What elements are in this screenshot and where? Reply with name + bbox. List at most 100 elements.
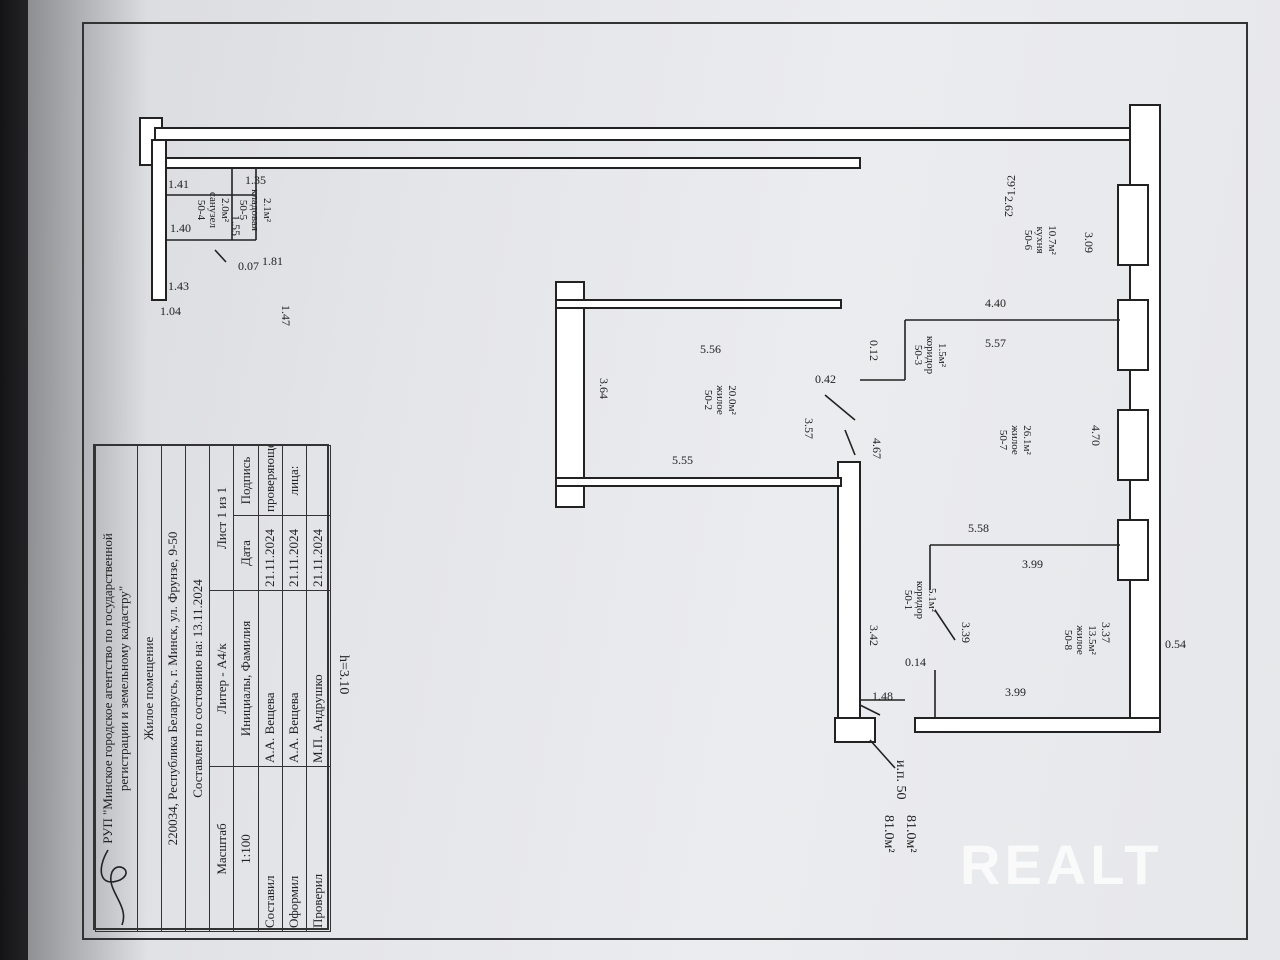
title-block-rotated: РУП "Минское городское агентство по госу…: [95, 445, 331, 932]
dimension-labels: 3.09 2.62 1.62 1.35 1.41 1.55 1.40 1.81 …: [160, 173, 1186, 703]
dimension-label: 1.55: [229, 215, 243, 236]
dimension-label: 3.42: [867, 625, 881, 646]
room-label-line: 2.1м²: [261, 198, 273, 223]
header-sign: Подпись: [233, 445, 258, 516]
title-address: 220034, Республика Беларусь, г. Минск, у…: [161, 445, 186, 932]
paper-shadow: [28, 0, 148, 960]
dimension-label: 1.35: [245, 173, 266, 187]
room-labels: 50-6 кухня 10.7м² 50-5 кладовая 2.1м² 50…: [195, 189, 1098, 655]
room-label-line: 2.0м²: [219, 198, 231, 223]
dimension-label: 4.70: [1089, 425, 1103, 446]
room-label-line: 13.5м²: [1086, 625, 1098, 655]
dimension-label: 1.41: [168, 177, 189, 191]
dimension-label: 3.99: [1005, 685, 1026, 699]
dimension-label: 3.57: [802, 418, 816, 439]
room-label-line: санузел: [207, 192, 219, 229]
door: [844, 429, 856, 456]
room-label-line: коридор: [914, 581, 926, 620]
scale-label: Масштаб: [209, 766, 234, 932]
room-label-line: 26.1м²: [1021, 425, 1033, 455]
living-area: 81.0м²: [881, 815, 896, 853]
room-label-line: коридор: [924, 336, 936, 375]
row-date: 21.11.2024: [282, 515, 307, 591]
header-sign-text: Подпись: [237, 456, 253, 505]
dimension-label: 2.62: [1002, 196, 1016, 217]
ceiling-height: h=3.10: [336, 655, 351, 694]
header-date: Дата: [233, 515, 258, 591]
wall: [555, 281, 585, 508]
sign-line-3: лица:: [282, 445, 307, 516]
room-50-2-walls: [555, 281, 842, 508]
door: [869, 739, 896, 769]
dimension-label: 3.99: [1022, 557, 1043, 571]
room-label-line: 50-8: [1062, 630, 1074, 651]
dimension-label: 0.54: [1165, 637, 1186, 651]
wall-top: [154, 127, 1131, 141]
wall-left-upper: [151, 139, 167, 301]
dimension-label: 1.43: [168, 279, 189, 293]
room-label-50-7: 50-7 жилое 26.1м²: [997, 424, 1033, 455]
apartment-number: и.п. 50: [893, 760, 908, 799]
room-label-line: жилое: [1009, 424, 1021, 455]
room-label-line: 50-7: [997, 430, 1009, 451]
room-label-50-8: 50-8 жилое 13.5м²: [1062, 624, 1098, 655]
room-label-line: кладовая: [249, 189, 261, 231]
room-label-50-6: 50-6 кухня 10.7м²: [1022, 225, 1058, 255]
dimension-label: 3.39: [959, 622, 973, 643]
wall-bottom-right: [914, 717, 1161, 733]
room-label-line: 1.5м²: [936, 343, 948, 368]
dimension-label: 3.09: [1082, 232, 1096, 253]
wall-lower-left: [837, 461, 861, 719]
room-label-line: 50-6: [1022, 230, 1034, 251]
title-org-cell: РУП "Минское городское агентство по госу…: [95, 445, 138, 932]
signature-cell: [306, 445, 331, 516]
dimension-label: 1.48: [872, 689, 893, 703]
liter: Литер - А4/к: [209, 590, 234, 767]
title-block-table: РУП "Минское городское агентство по госу…: [95, 445, 331, 932]
room-label-line: кухня: [1034, 226, 1046, 253]
title-state: Составлен по состоянию на: 13.11.2024: [185, 445, 210, 932]
row-date: 21.11.2024: [258, 515, 283, 591]
dimension-label: 4.40: [985, 296, 1006, 310]
window: [1117, 299, 1149, 371]
room-label-50-1: 50-1 коридор 5.1м²: [902, 581, 938, 620]
dimension-label: 1.47: [279, 305, 293, 326]
dimension-label: 3.37: [1099, 622, 1113, 643]
dimension-label: 1.62: [1004, 175, 1018, 196]
signature: [100, 849, 127, 926]
row-name: А.А. Вещева: [258, 590, 283, 767]
door: [859, 704, 881, 716]
door: [824, 394, 856, 421]
dimension-label: 0.12: [867, 340, 881, 361]
dimension-label: 1.40: [170, 221, 191, 235]
dimension-label: 0.14: [905, 655, 926, 669]
room-label-50-5: 50-5 кладовая 2.1м²: [237, 189, 273, 231]
room-label-50-2: 50-2 жилое 20.0м²: [702, 384, 738, 415]
room-label-line: 50-4: [195, 200, 207, 221]
wall-left-kitchen: [165, 157, 861, 169]
room-label-line: 50-1: [902, 590, 914, 610]
dimension-label: 3.64: [597, 378, 611, 399]
dimension-label: 4.67: [870, 438, 884, 459]
row-role: Оформил: [282, 766, 307, 932]
room-label-line: 10.7м²: [1046, 225, 1058, 255]
title-org2: регистрации и земельному кадастру": [116, 585, 132, 792]
scale-value: 1:100: [233, 766, 258, 932]
total-area: 81.0м²: [903, 815, 918, 853]
door: [214, 249, 227, 263]
dimension-label: 0.42: [815, 372, 836, 386]
window: [1117, 184, 1149, 266]
room-label-line: жилое: [714, 384, 726, 415]
row-name: А.А. Вещева: [282, 590, 307, 767]
wall-bottom-left: [834, 717, 876, 743]
sign-line-2: проверяющего: [258, 445, 283, 516]
dimension-label: 0.07: [238, 259, 259, 273]
room-label-line: 50-5: [237, 200, 249, 221]
door: [934, 609, 956, 641]
wall: [555, 299, 842, 309]
room-label-50-3: 50-3 коридор 1.5м²: [912, 336, 948, 375]
dimension-label: 5.56: [700, 342, 721, 356]
interior-walls: [166, 168, 1120, 718]
